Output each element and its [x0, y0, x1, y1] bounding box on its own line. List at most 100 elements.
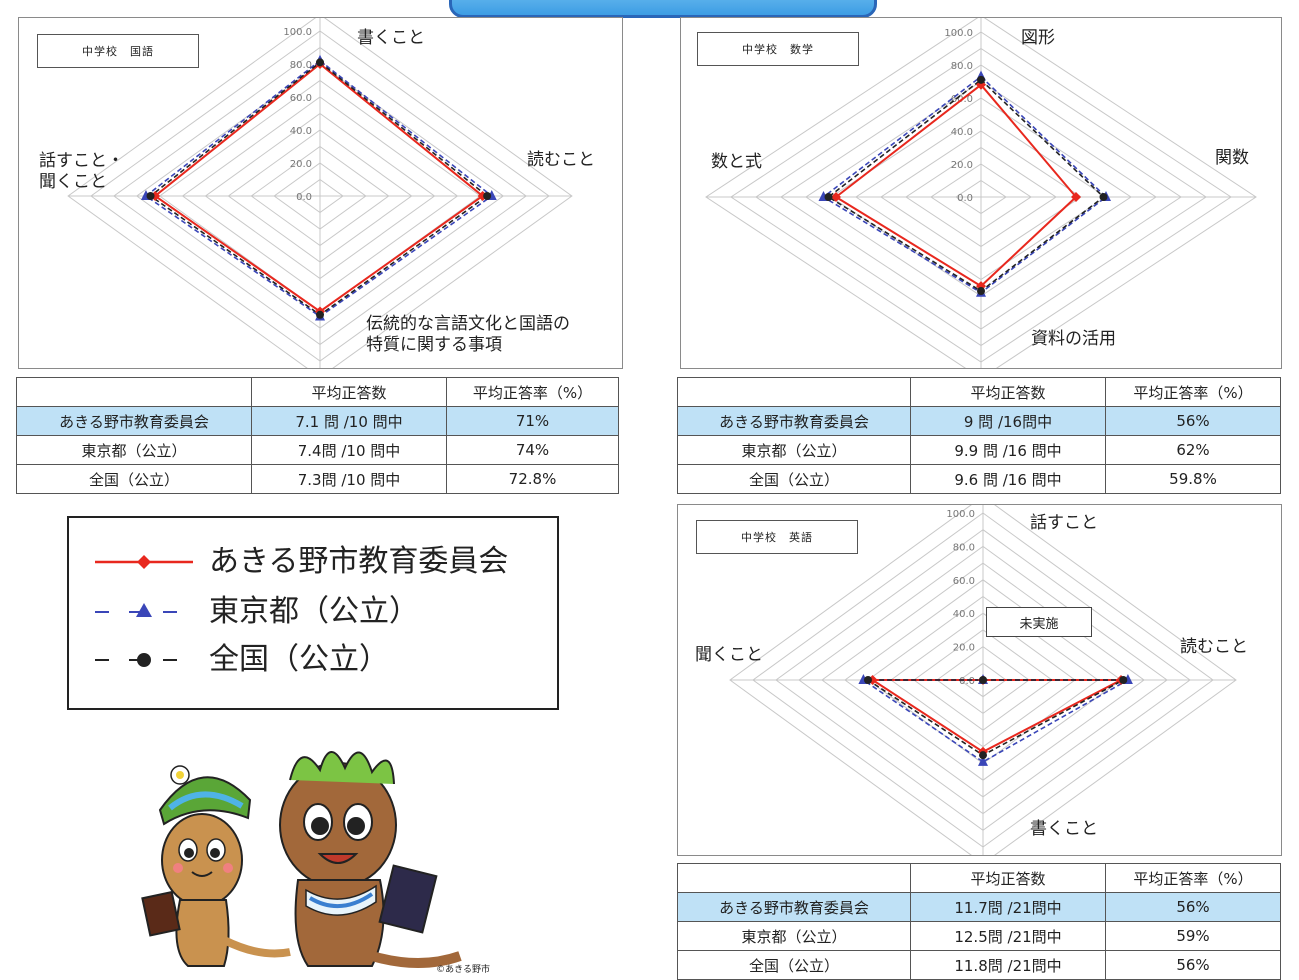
table-cell: 62% — [1105, 435, 1281, 465]
table-cell: 東京都（公立） — [677, 921, 911, 951]
data-point — [977, 287, 985, 296]
axis-label-data-use: 資料の活用 — [1031, 329, 1116, 349]
table-cell: 全国（公立） — [16, 464, 252, 494]
axis-label-writing: 書くこと — [1030, 819, 1098, 839]
tick-label: 0.0 — [296, 192, 312, 203]
tick-label: 40.0 — [290, 126, 312, 137]
legend-item-national: 全国（公立） — [93, 640, 533, 680]
table-cell: 71% — [446, 406, 619, 436]
axis-label-reading: 読むこと — [527, 150, 595, 170]
header-cell: 平均正答率（%） — [1105, 863, 1281, 893]
table-cell: 9.9 問 /16 問中 — [910, 435, 1106, 465]
table-header-row: 平均正答数平均正答率（%） — [16, 377, 619, 407]
table-cell: 9 問 /16問中 — [910, 406, 1106, 436]
table-cell: 7.1 問 /10 問中 — [251, 406, 447, 436]
tick-label: 60.0 — [290, 93, 312, 104]
tick-label: 100.0 — [944, 28, 973, 39]
tick-label: 0.0 — [957, 193, 973, 204]
legend-item-tokyo: 東京都（公立） — [93, 592, 533, 632]
legend-label-tokyo: 東京都（公立） — [209, 594, 419, 629]
table-cell: 56% — [1105, 950, 1281, 980]
legend-item-akiruno: あきる野市教育委員会 — [93, 542, 533, 582]
table-cell: 全国（公立） — [677, 464, 911, 494]
header-cell — [677, 377, 911, 407]
axis-label-functions: 関数 — [1215, 148, 1249, 168]
axis-label-tradition: 伝統的な言語文化と国語の特質に関する事項 — [366, 314, 570, 355]
radar-japanese: 0.0 20.0 40.0 60.0 80.0 100.0 — [67, 18, 573, 368]
mascot-right — [279, 751, 462, 968]
tick-label: 100.0 — [283, 27, 312, 38]
data-point — [1099, 193, 1108, 201]
copyright-credit: ©あきる野市 — [436, 965, 490, 975]
table-cell: 56% — [1105, 406, 1281, 436]
data-point — [483, 192, 492, 200]
legend-label-national: 全国（公立） — [209, 642, 389, 677]
tick-label: 40.0 — [953, 609, 975, 620]
tick-label: 0.0 — [959, 676, 975, 687]
series-line — [153, 62, 485, 313]
table-cell: 7.3問 /10 問中 — [251, 464, 447, 494]
tick-label: 60.0 — [953, 576, 975, 587]
chart-tag: 中学校 英語 — [696, 520, 858, 554]
table-cell: 59.8% — [1105, 464, 1281, 494]
grid-ring — [67, 18, 573, 368]
data-point — [316, 310, 324, 319]
table-cell: 全国（公立） — [677, 950, 911, 980]
table-cell: あきる野市教育委員会 — [677, 406, 911, 436]
header-cell: 平均正答率（%） — [1105, 377, 1281, 407]
mascot-left — [141, 765, 291, 967]
tick-label: 20.0 — [951, 160, 973, 171]
legend-swatch-national — [95, 653, 193, 667]
title-banner — [449, 0, 877, 18]
header-cell: 平均正答数 — [910, 377, 1106, 407]
table-cell: 12.5問 /21問中 — [910, 921, 1106, 951]
tick-label: 20.0 — [290, 159, 312, 170]
data-point — [831, 192, 841, 202]
mascot-characters — [141, 751, 462, 968]
data-point — [864, 676, 872, 684]
table-cell: 74% — [446, 435, 619, 465]
tick-label: 40.0 — [951, 127, 973, 138]
header-cell: 平均正答数 — [251, 377, 447, 407]
grid-ring — [729, 505, 1237, 855]
data-point — [824, 193, 833, 201]
table-cell: 11.7問 /21問中 — [910, 892, 1106, 922]
axis-label-speaking: 話すこと — [1030, 513, 1098, 533]
header-cell: 平均正答数 — [910, 863, 1106, 893]
axis-label-numbers: 数と式 — [711, 152, 762, 172]
table-cell: 東京都（公立） — [16, 435, 252, 465]
table-cell: 56% — [1105, 892, 1281, 922]
legend-label-akiruno: あきる野市教育委員会 — [209, 544, 509, 579]
data-point — [1071, 192, 1081, 202]
table-cell: 7.4問 /10 問中 — [251, 435, 447, 465]
data-point — [979, 751, 987, 760]
chart-tag: 中学校 国語 — [37, 34, 199, 68]
table-header-row: 平均正答数平均正答率（%） — [677, 377, 1281, 407]
grid-ring — [705, 18, 1257, 368]
header-cell — [16, 377, 252, 407]
data-point — [978, 755, 988, 766]
axis-label-listening: 聞くこと — [695, 645, 763, 665]
header-cell: 平均正答率（%） — [446, 377, 619, 407]
tick-label: 80.0 — [290, 60, 312, 71]
legend: あきる野市教育委員会 東京都（公立） 全国（公立） — [67, 516, 559, 710]
table-cell: あきる野市教育委員会 — [16, 406, 252, 436]
axis-label-figures: 図形 — [1021, 28, 1055, 48]
table-cell: 72.8% — [446, 464, 619, 494]
data-point — [316, 58, 324, 67]
tick-label: 20.0 — [953, 643, 975, 654]
data-point — [979, 676, 987, 684]
